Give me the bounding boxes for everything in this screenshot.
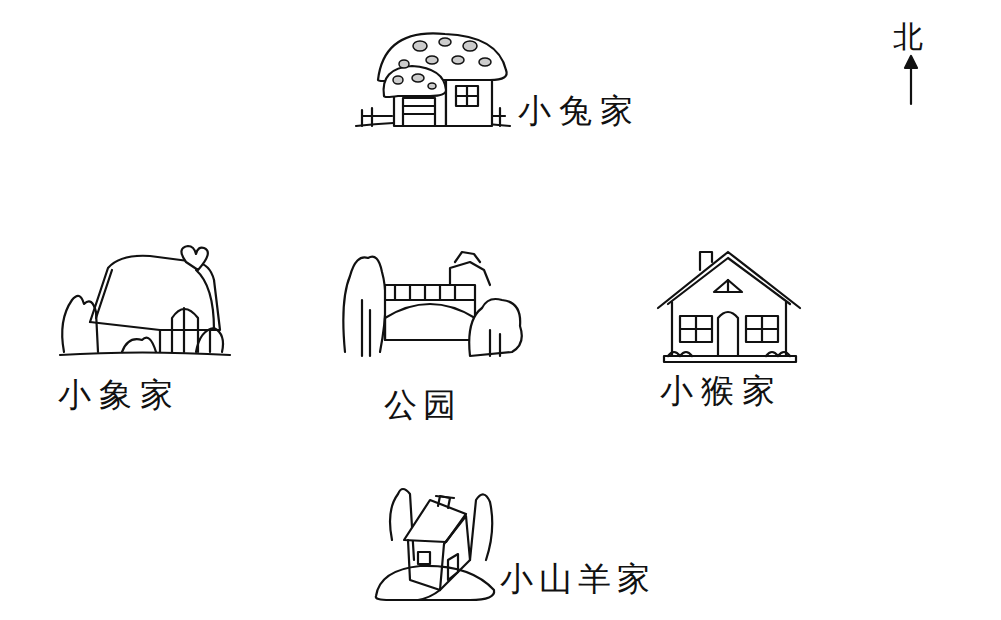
- monkey-house: [658, 252, 800, 362]
- place-label: 小象家: [58, 378, 181, 411]
- goat-house: [376, 489, 494, 600]
- north-arrow: [905, 56, 917, 104]
- compass-north: 北: [893, 22, 923, 52]
- elephant-house: [60, 246, 230, 355]
- place-label: 公园: [384, 388, 462, 421]
- place-label: 小猴家: [660, 374, 783, 407]
- rabbit-house: [356, 33, 510, 126]
- place-label: 小兔家: [518, 94, 641, 127]
- place-label: 小山羊家: [500, 562, 656, 595]
- park-bridge: [343, 252, 521, 356]
